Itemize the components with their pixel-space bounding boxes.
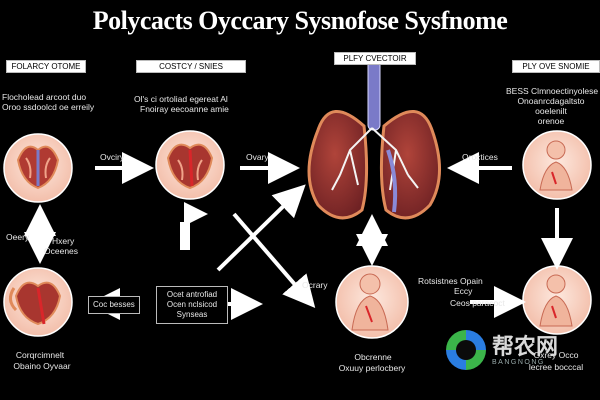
watermark-logo: 帮农网 BANGNONG (446, 328, 596, 372)
panel-desc-top-left-2: Oroo ssdoolcd oe erreily (2, 102, 95, 112)
panel-desc-top-center-2: Fnoiray eecoanne amie (140, 104, 229, 114)
panel-desc-top-right-2: Onoanrcdagaltsto (517, 96, 585, 106)
center-bottom-label-2: Oxuuy perlocbery (338, 363, 406, 373)
left-mid-label-2: Hxery (52, 236, 75, 246)
right-bottom-label-1: Oxrey Occo (533, 350, 579, 360)
patient-figure-top-right (522, 130, 592, 200)
arrow-label-ovary-2: Ovary (246, 152, 269, 162)
panel-header-top-left: FOLARCY OTOME (6, 60, 86, 73)
patient-figure-bottom-right (522, 265, 592, 335)
right-bottom-label-2: lecree bocccal (528, 362, 584, 372)
arrow-label-procedures: Oroctices (462, 152, 498, 162)
watermark-ring-icon (446, 330, 486, 370)
curved-arrow-center (180, 202, 208, 250)
left-bottom-label-2: Obaino Oyvaar (13, 361, 71, 371)
watermark-text-large: 帮农网 (492, 333, 559, 359)
label-box-center-line-2: Ocen nclsicod (166, 300, 218, 309)
label-box-center: Ocet antrofiad Ocen nclsicod Synseas (156, 286, 228, 324)
patient-figure-bottom-center (335, 265, 409, 339)
right-mid-label-2: Eccy (454, 286, 473, 296)
panel-header-lungs: PLFY CVECTOIR (334, 52, 416, 65)
arrow-cross-up (216, 184, 306, 272)
lungs-illustration (307, 59, 442, 220)
panel-header-top-right: PLY OVE SNOMIE (512, 60, 600, 73)
diagram-title: Polycacts Oyccary Sysnofose Sysfnome (92, 6, 508, 35)
label-box-left: Coc besses (88, 296, 140, 314)
uterus-illustration-top-left (3, 133, 73, 203)
left-bottom-label-1: Corqrcimnelt (15, 350, 65, 360)
label-box-center-line-3: Synseas (176, 310, 208, 319)
left-mid-label-1: Oeery (6, 232, 30, 242)
right-mid-label-1: Rotsistnes Opain (418, 276, 483, 286)
panel-desc-top-right-1: BESS Clmnoectinyolese (506, 86, 599, 96)
center-bottom-ovary-label: Ocrary (302, 280, 328, 290)
arrow-cross-down (232, 212, 316, 309)
right-label-box: Ceos paracoct (450, 298, 505, 308)
uterus-illustration-top-center (155, 130, 225, 200)
label-box-center-line-1: Ocet antrofiad (166, 290, 218, 299)
panel-desc-top-right-4: orenoe (537, 116, 565, 126)
watermark-text-small: BANGNONG (492, 358, 545, 366)
uterus-illustration-bottom-left (3, 267, 73, 337)
panel-desc-top-right-3: ooelenilt (535, 106, 567, 116)
panel-desc-top-left-1: Flocholead arcoot duo (2, 92, 87, 102)
panel-header-top-center: COSTCY / SNIES (136, 60, 246, 73)
panel-desc-top-center-1: Ol's ci ortoliad egereat Al (134, 94, 228, 104)
arrow-label-ovary: Ovciry (100, 152, 125, 162)
center-bottom-label-1: Obcrenne (354, 352, 392, 362)
left-mid-label-3: Oceenes (44, 246, 79, 256)
